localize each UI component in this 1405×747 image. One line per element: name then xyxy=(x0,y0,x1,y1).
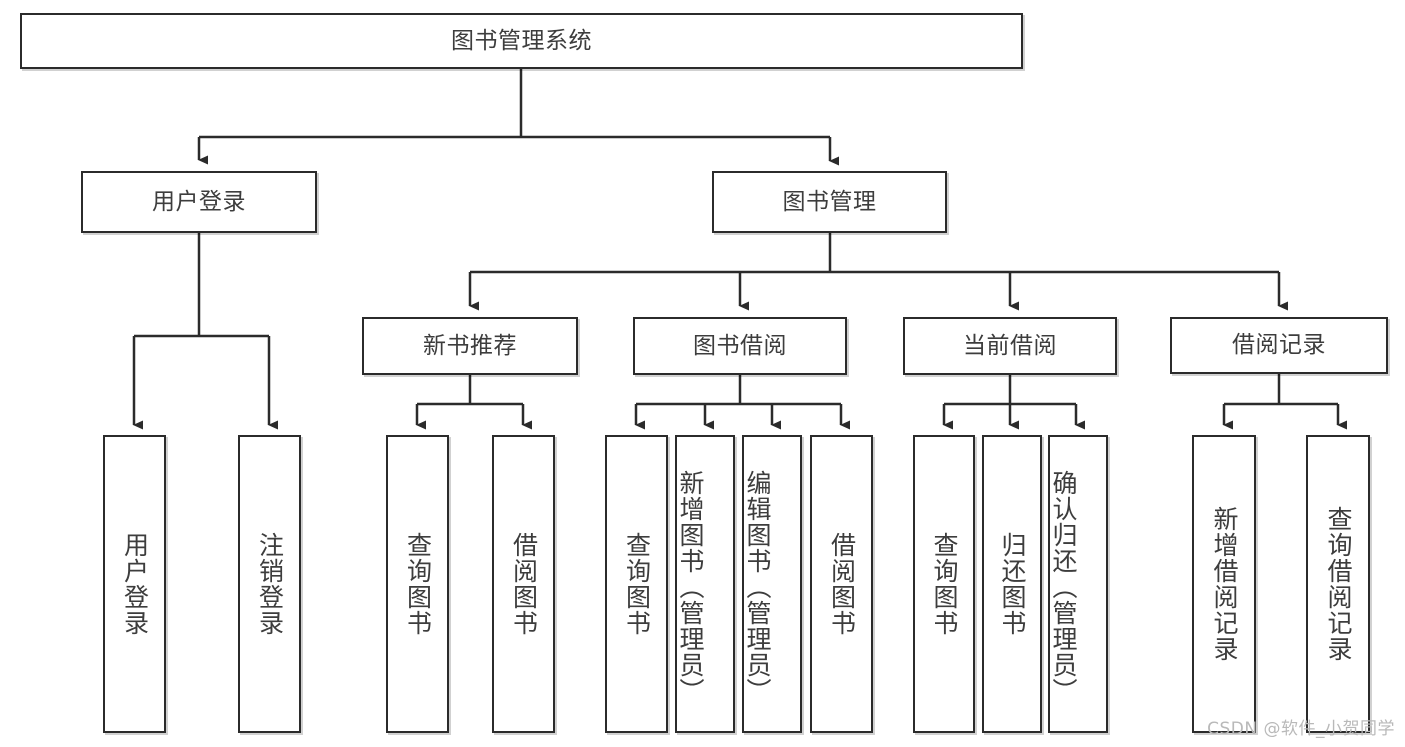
node-label: 借阅图书 xyxy=(827,532,857,636)
node-label: 注销登录 xyxy=(255,532,285,636)
node-leaf-edit-book-admin[interactable]: 编辑图书（管理员） xyxy=(742,435,802,733)
node-label: 图书借阅 xyxy=(693,332,787,359)
node-new-book-recommendation[interactable]: 新书推荐 xyxy=(362,317,578,375)
node-label: 图书管理 xyxy=(782,188,877,215)
node-leaf-logout[interactable]: 注销登录 xyxy=(238,435,301,733)
node-leaf-add-book-admin[interactable]: 新增图书（管理员） xyxy=(675,435,735,733)
node-current-borrowing[interactable]: 当前借阅 xyxy=(903,317,1117,375)
node-leaf-borrow-book-recommend[interactable]: 借阅图书 xyxy=(492,435,555,733)
node-leaf-borrow-book[interactable]: 借阅图书 xyxy=(810,435,873,733)
node-label: 查询图书 xyxy=(622,532,652,636)
node-label: 编辑图书（管理员） xyxy=(743,470,772,704)
node-book-borrowing[interactable]: 图书借阅 xyxy=(633,317,847,375)
node-label: 新增借阅记录 xyxy=(1210,506,1239,662)
node-borrowing-record[interactable]: 借阅记录 xyxy=(1170,317,1388,374)
node-label: 新书推荐 xyxy=(423,332,517,359)
node-label: 归还图书 xyxy=(998,532,1027,636)
node-leaf-query-book-current[interactable]: 查询图书 xyxy=(913,435,975,733)
node-leaf-confirm-return-admin[interactable]: 确认归还（管理员） xyxy=(1048,435,1108,733)
node-leaf-user-login[interactable]: 用户登录 xyxy=(103,435,166,733)
node-book-management[interactable]: 图书管理 xyxy=(712,171,947,233)
node-user-login[interactable]: 用户登录 xyxy=(81,171,317,233)
node-root-library-management-system[interactable]: 图书管理系统 xyxy=(20,13,1023,69)
node-label: 确认归还（管理员） xyxy=(1049,470,1078,704)
node-label: 查询图书 xyxy=(930,532,959,636)
node-label: 图书管理系统 xyxy=(451,27,592,54)
node-leaf-add-borrow-record[interactable]: 新增借阅记录 xyxy=(1192,435,1256,733)
node-label: 当前借阅 xyxy=(963,332,1057,359)
node-leaf-return-book[interactable]: 归还图书 xyxy=(982,435,1042,733)
node-leaf-query-book-borrow[interactable]: 查询图书 xyxy=(605,435,668,733)
node-leaf-query-borrow-record[interactable]: 查询借阅记录 xyxy=(1306,435,1370,733)
node-leaf-query-book-recommend[interactable]: 查询图书 xyxy=(386,435,449,733)
node-label: 借阅记录 xyxy=(1232,332,1326,359)
node-label: 用户登录 xyxy=(152,188,246,215)
node-label: 借阅图书 xyxy=(509,532,539,636)
node-label: 查询图书 xyxy=(403,532,433,636)
node-label: 查询借阅记录 xyxy=(1324,506,1353,662)
csdn-watermark: CSDN @软件_小贺同学 xyxy=(1207,719,1395,739)
node-label: 新增图书（管理员） xyxy=(676,470,705,704)
node-label: 用户登录 xyxy=(120,532,150,636)
